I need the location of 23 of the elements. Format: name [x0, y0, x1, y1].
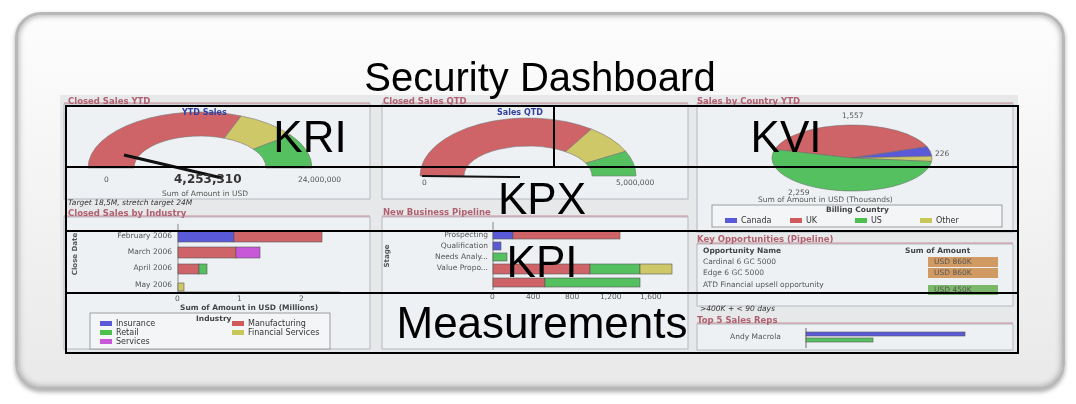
- legend-label: Retail: [116, 329, 139, 337]
- legend-label: Services: [116, 338, 150, 347]
- chart-title: Sales QTD: [497, 109, 543, 118]
- legend-label: UK: [806, 217, 818, 226]
- panel-heading: Closed Sales YTD: [68, 97, 151, 107]
- layer-label: KPI: [506, 240, 578, 284]
- legend-label: Manufacturing: [248, 320, 306, 329]
- layer-label: KPX: [497, 177, 586, 221]
- panel-heading: New Business Pipeline: [383, 208, 491, 218]
- legend-label: Other: [936, 217, 959, 226]
- panel-heading: Closed Sales QTD: [383, 97, 467, 107]
- layer-label: Measurements: [396, 301, 688, 345]
- legend-label: Financial Services: [248, 329, 320, 338]
- panel-heading: Key Opportunities (Pipeline): [697, 235, 834, 245]
- panel-heading: Top 5 Sales Reps: [697, 316, 778, 326]
- layer-band: [65, 292, 1019, 354]
- dashboard-title: Security Dashboard: [363, 57, 716, 97]
- panel-heading: Sales by Country YTD: [697, 97, 801, 107]
- legend-label: Canada: [741, 217, 772, 226]
- legend-label: US: [871, 217, 882, 226]
- gauge-value: 4,253,310: [174, 173, 242, 187]
- panel-heading: Closed Sales by Industry: [68, 209, 187, 219]
- legend-label: Insurance: [116, 320, 156, 328]
